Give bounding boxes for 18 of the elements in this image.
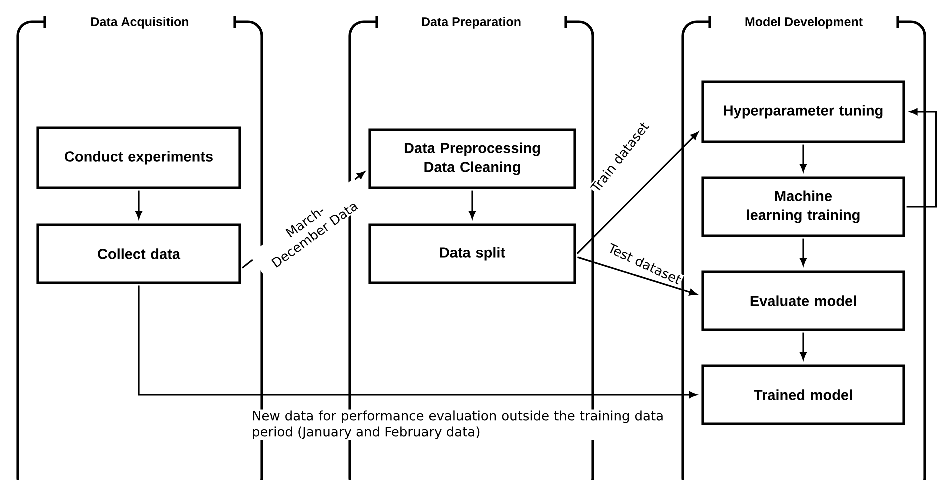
arrow bbox=[800, 332, 807, 360]
process-box: Data Preprocessing Data Cleaning bbox=[368, 128, 576, 190]
process-box: Evaluate model bbox=[702, 270, 906, 332]
process-box: Machine learning training bbox=[702, 176, 906, 238]
process-box: Data split bbox=[368, 224, 576, 284]
process-box: Collect data bbox=[36, 224, 242, 284]
arrow bbox=[800, 144, 807, 172]
edge-label: New data for performance evaluation outside the training data period (January and February data) bbox=[251, 410, 665, 440]
arrow bbox=[138, 286, 697, 398]
arrow bbox=[469, 190, 476, 219]
process-box: Hyperparameter tuning bbox=[702, 80, 906, 144]
arrow bbox=[576, 132, 699, 254]
process-box: Trained model bbox=[702, 364, 906, 426]
arrow bbox=[578, 256, 698, 296]
process-box: Conduct experiments bbox=[36, 126, 242, 190]
arrow bbox=[906, 108, 938, 208]
arrow bbox=[800, 238, 807, 266]
arrow bbox=[136, 190, 142, 219]
